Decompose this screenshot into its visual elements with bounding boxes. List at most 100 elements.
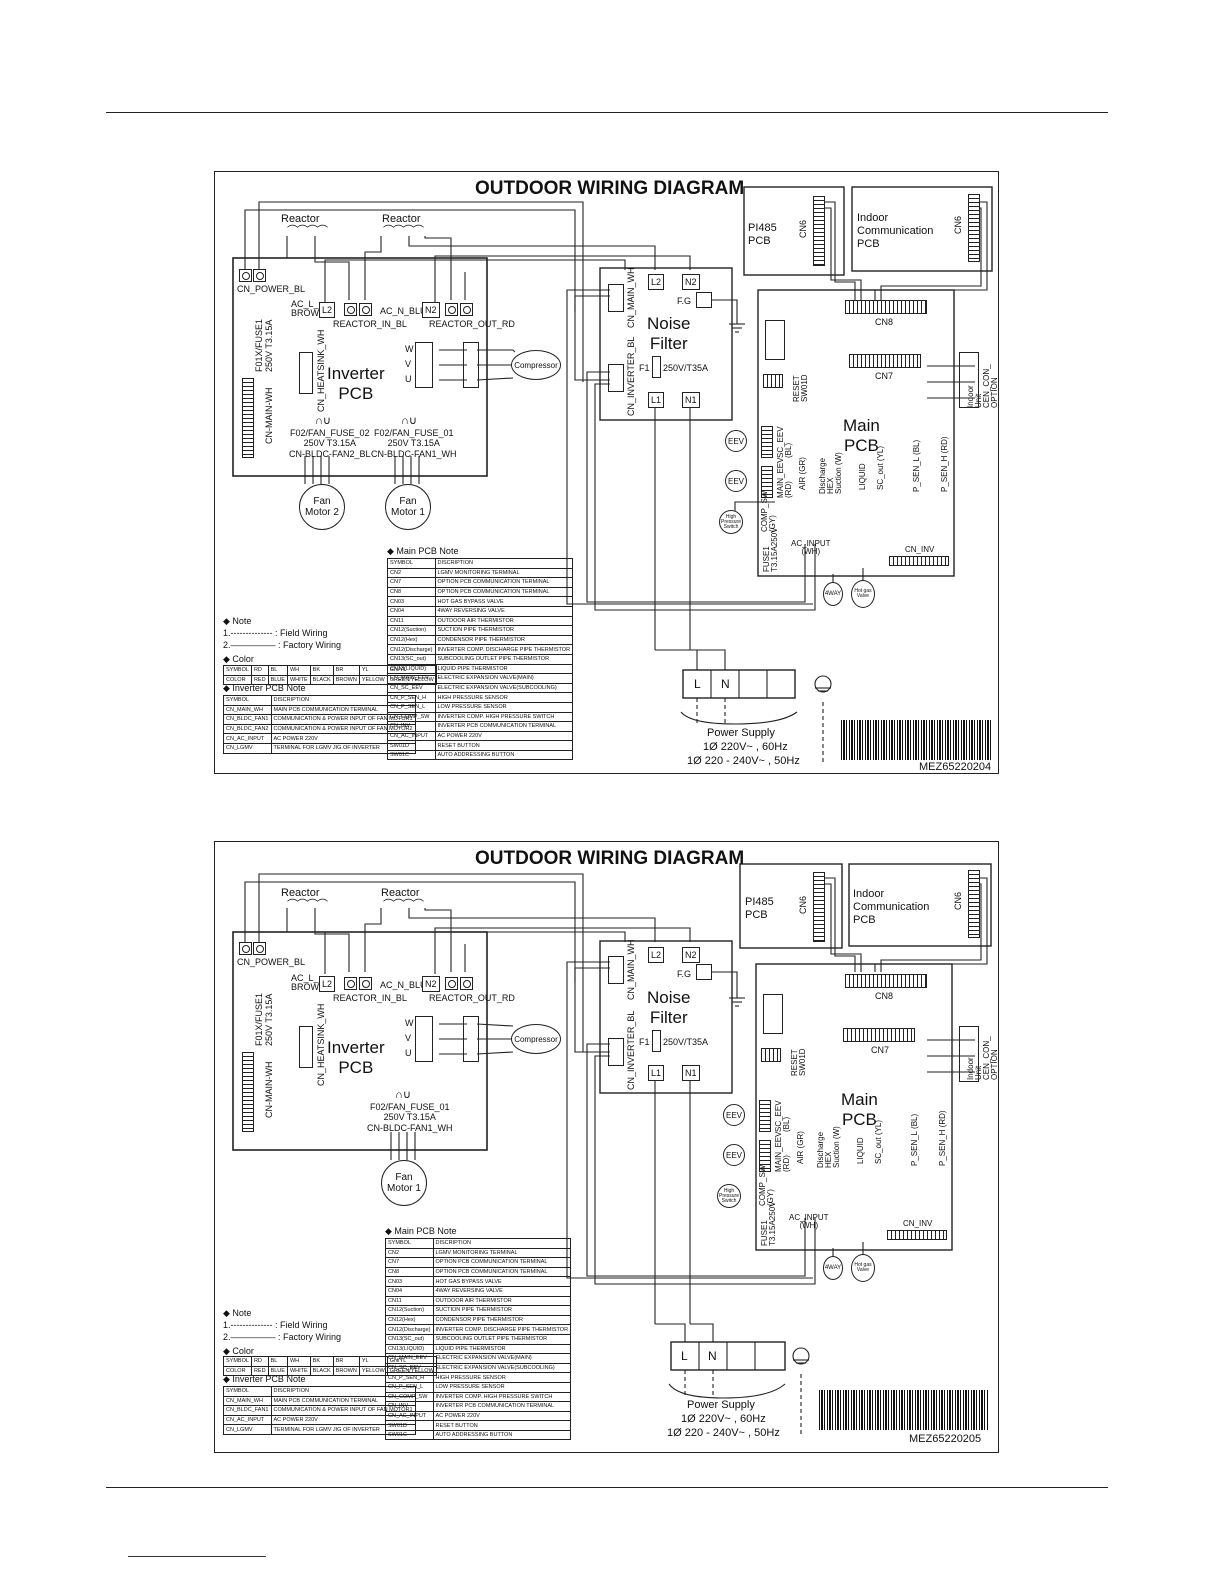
cen-con-terminal-block bbox=[959, 1026, 979, 1082]
reactor-out-label: REACTOR_OUT_RD bbox=[429, 993, 515, 1003]
cn8-label: CN8 bbox=[875, 991, 894, 1001]
cn-main-connector bbox=[242, 1052, 254, 1132]
noise-l2-terminal: L2 bbox=[648, 274, 665, 290]
indoor-comm-cn6-connector bbox=[968, 194, 980, 262]
fan-fuse-02-icon: ∩∪ bbox=[315, 415, 331, 427]
table-row: CN13(SC_out)SUBCOOLING OUTLET PIPE THERM… bbox=[385, 1333, 572, 1345]
comp-sw-label: COMP_SW (GY) bbox=[760, 490, 777, 532]
u-label: U bbox=[405, 1048, 412, 1058]
reactor-2-coil-icon: ⌒⌒⌒⌒ bbox=[383, 899, 424, 911]
color-title: ◆ Color bbox=[223, 654, 254, 664]
inverter-pcb-name: Inverter PCB bbox=[327, 364, 385, 403]
table-row: CN12(Hex)CONDENSOR PIPE THERMISTOR bbox=[385, 1314, 572, 1326]
inverter-n2-terminal: N2 bbox=[422, 976, 440, 992]
part-code: MEZ65220204 bbox=[919, 761, 992, 773]
cn-power-label: CN_POWER_BL bbox=[237, 284, 306, 294]
reactor-out-pin-2 bbox=[460, 303, 473, 316]
cn-power-label: CN_POWER_BL bbox=[237, 957, 306, 967]
sc-eev-label: SC_EEV (BL) bbox=[776, 426, 793, 458]
note-factory-wiring: 2.————— : Factory Wiring bbox=[223, 640, 342, 650]
air-label: AIR (GR) bbox=[796, 1131, 805, 1164]
table-row: CN12(Discharge)INVERTER COMP. DISCHARGE … bbox=[387, 644, 574, 655]
note-title: ◆ Note bbox=[223, 1308, 252, 1318]
ac-l-label: AC_L_ BROWN bbox=[291, 299, 326, 318]
cn-inv-connector bbox=[889, 556, 949, 566]
noise-cn-inverter-label: CN_INVERTER_BL bbox=[626, 336, 636, 416]
pi485-cn6-connector bbox=[813, 872, 825, 942]
noise-n2-terminal: N2 bbox=[682, 947, 700, 963]
hot-gas-valve-icon: Hot gas Valve bbox=[851, 580, 875, 608]
power-l-label: L bbox=[694, 677, 701, 691]
cn7-label: CN7 bbox=[875, 371, 894, 381]
main-fuse1-label: FUSE1 T3.15A250V bbox=[762, 527, 779, 572]
main-pcb-name: Main PCB bbox=[841, 1090, 878, 1129]
dip-switch bbox=[761, 1048, 781, 1062]
table-row: CN12(Suction)SUCTION PIPE THERMISTOR bbox=[387, 625, 574, 636]
wiring-diagram-2: OUTDOOR WIRING DIAGRAM CN_POWER_BL React… bbox=[214, 841, 999, 1453]
noise-l1-terminal: L1 bbox=[648, 392, 665, 408]
sc-out-label: SC_out (YL) bbox=[874, 1119, 883, 1164]
reactor-in-pin-2 bbox=[359, 977, 372, 990]
table-row: CN12(Discharge)INVERTER COMP. DISCHARGE … bbox=[385, 1324, 572, 1335]
note-title: ◆ Note bbox=[223, 616, 252, 626]
heatsink-label: CN_HEATSINK_WH bbox=[316, 329, 326, 412]
main-fuse1-label: FUSE1 T3.15A250V bbox=[760, 1201, 777, 1246]
top-rule bbox=[106, 112, 1108, 113]
reactor-in-label: REACTOR_IN_BL bbox=[333, 993, 407, 1003]
heatsink-connector bbox=[299, 1026, 313, 1068]
comp-sw-label: COMP_SW (GY) bbox=[758, 1164, 775, 1206]
reactor-in-pin-1 bbox=[344, 303, 357, 316]
inverter-l2-terminal: L2 bbox=[319, 302, 336, 318]
table-row: CN13(SC_out)SUBCOOLING OUTLET PIPE THERM… bbox=[387, 653, 574, 665]
fan-fuse-01-label: F02/FAN_FUSE_01 250V T3.15A CN-BLDC-FAN1… bbox=[367, 1102, 453, 1133]
power-supply-label: Power Supply bbox=[707, 727, 775, 739]
eev-2-icon: EEV bbox=[723, 1144, 745, 1166]
wiring-lines bbox=[232, 863, 992, 1436]
heatsink-connector bbox=[299, 352, 313, 394]
power-supply-50hz: 1Ø 220 - 240V~ , 50Hz bbox=[687, 755, 800, 767]
fg-label: F.G bbox=[677, 296, 692, 306]
ac-input-label: AC_INPUT (WH) bbox=[789, 1213, 829, 1230]
uvw-connector bbox=[415, 342, 433, 388]
pi485-cn6-label: CN6 bbox=[798, 219, 808, 238]
reactor-2-coil-icon: ⌒⌒⌒⌒ bbox=[383, 225, 424, 237]
w-label: W bbox=[405, 344, 414, 354]
main-note-title: ◆ Main PCB Note bbox=[387, 546, 459, 556]
noise-fuse-rating: 250V/T35A bbox=[663, 1037, 709, 1047]
reactor-2-label: Reactor bbox=[381, 887, 420, 899]
sc-out-label: SC_out (YL) bbox=[876, 445, 885, 490]
power-l-label: L bbox=[681, 1349, 688, 1363]
table-row: CN13(LIQUID)LIQUID PIPE THERMISTOR bbox=[385, 1343, 572, 1355]
noise-cn-inverter-label: CN_INVERTER_BL bbox=[626, 1010, 636, 1090]
reactor-out-label: REACTOR_OUT_RD bbox=[429, 319, 515, 329]
reactor-2-label: Reactor bbox=[382, 213, 421, 225]
ac-input-label: AC_INPUT (WH) bbox=[791, 539, 831, 556]
discharge-label: Discharge HEX Suction (W) bbox=[816, 1126, 841, 1168]
noise-filter-name: Noise Filter bbox=[647, 314, 691, 353]
reactor-1-coil-icon: ⌒⌒⌒⌒ bbox=[287, 225, 328, 237]
power-supply-label: Power Supply bbox=[687, 1399, 755, 1411]
noise-cn-main-connector bbox=[608, 956, 624, 984]
compressor-terminal-block bbox=[463, 342, 479, 388]
fan-fuse-02-label: F02/FAN_FUSE_02 250V T3.15A CN-BLDC-FAN2… bbox=[289, 428, 371, 459]
inverter-note-title: ◆ Inverter PCB Note bbox=[223, 683, 306, 693]
cn-main-connector bbox=[242, 378, 254, 458]
cn-main-label: CN-MAIN-WH bbox=[264, 1061, 274, 1119]
